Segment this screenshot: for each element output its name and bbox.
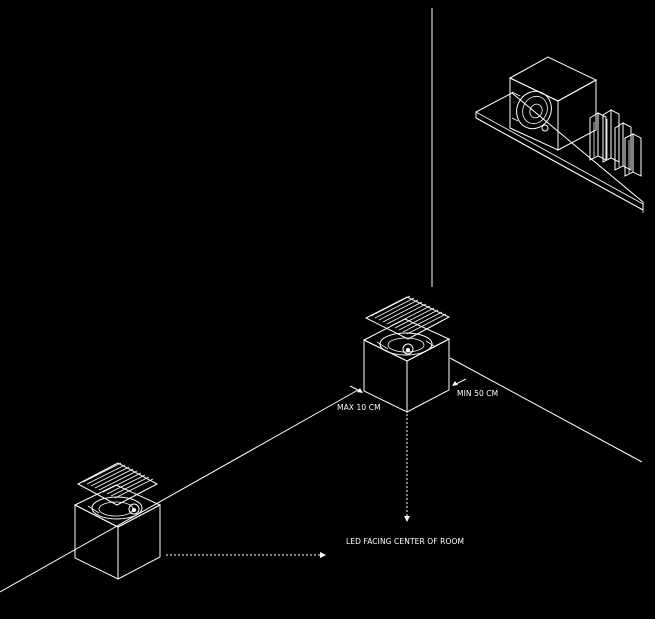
shelf-speaker — [508, 56, 598, 151]
led-direction-arrow-horizontal — [166, 552, 326, 558]
led-direction-arrow-vertical — [404, 414, 410, 522]
led-direction-label: LED FACING CENTER OF ROOM — [346, 537, 464, 546]
corner-speaker — [362, 295, 451, 413]
wall-speaker-grille — [76, 462, 159, 506]
distance-markers — [349, 378, 467, 393]
min-distance-label: MIN 50 CM — [457, 389, 498, 398]
room-edges — [0, 8, 643, 593]
wall-shelf — [475, 92, 644, 211]
wall-speaker — [73, 462, 162, 580]
max-distance-label: MAX 10 CM — [337, 403, 381, 412]
corner-speaker-grille — [364, 295, 451, 340]
wall-shelf-assembly — [475, 56, 644, 213]
floor-edge-left — [0, 389, 359, 593]
floor-edge-right — [449, 357, 643, 463]
shelf-books — [589, 109, 642, 177]
